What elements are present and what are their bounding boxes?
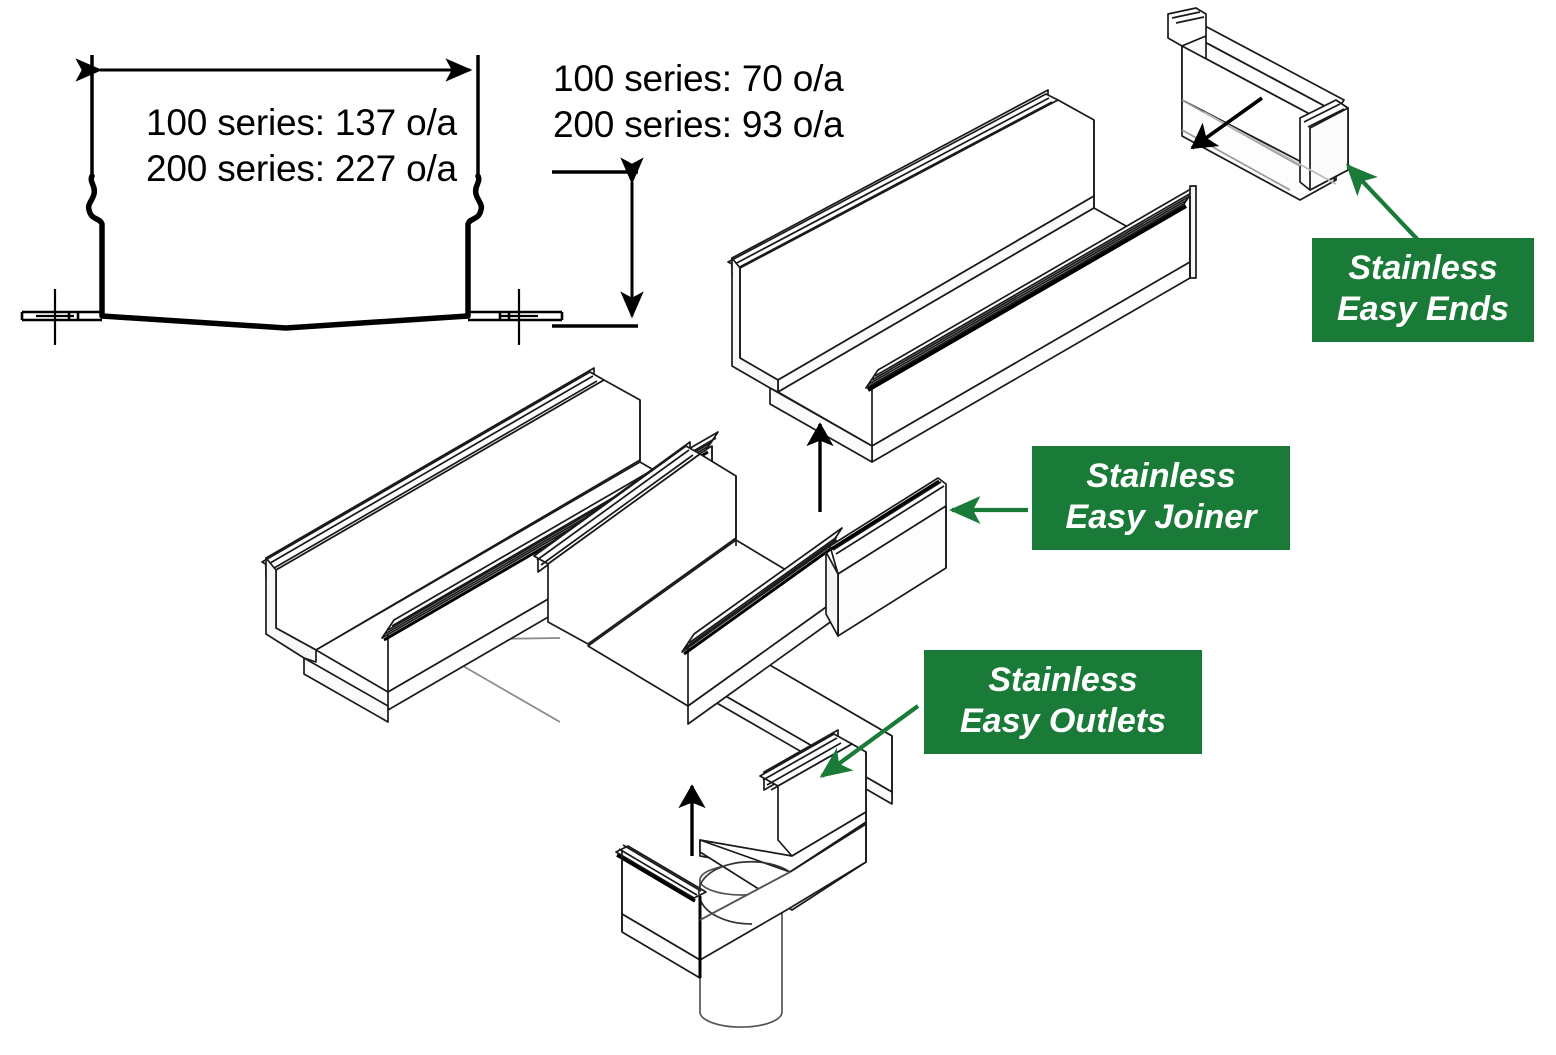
height-dimension [552,157,644,328]
callout-arrow-easy-outlets [819,704,920,778]
height-dimension-line-1: 100 series: 70 o/a [553,58,844,99]
callout-arrow-easy-ends [1345,163,1420,242]
end-cap-part [1167,7,1349,201]
callout-easy-joiner-line-1: Stainless [1086,457,1236,495]
callout-easy-outlets: Stainless Easy Outlets [924,650,1202,754]
height-dimension-line-2: 200 series: 93 o/a [553,104,844,145]
callout-easy-ends: Stainless Easy Ends [1312,238,1534,342]
callout-easy-ends-line-2: Easy Ends [1337,290,1509,328]
cross-section-profile [20,55,564,345]
callout-easy-ends-line-1: Stainless [1348,249,1498,287]
callout-easy-outlets-line-2: Easy Outlets [960,702,1166,740]
joiner-part [825,477,947,637]
callout-easy-joiner-line-2: Easy Joiner [1065,498,1257,536]
assembly-arrow-endcap [1190,96,1264,150]
callout-easy-joiner: Stainless Easy Joiner [1032,446,1290,550]
callout-easy-outlets-line-1: Stainless [988,661,1138,699]
channel-upper [727,89,1197,463]
width-dimension-line-1: 100 series: 137 o/a [146,102,457,143]
width-dimension-label: 100 series: 137 o/a 200 series: 227 o/a [146,100,457,192]
height-dimension-label: 100 series: 70 o/a 200 series: 93 o/a [553,56,844,148]
outlet-part [615,729,867,1028]
width-dimension-line-2: 200 series: 227 o/a [146,148,457,189]
channel-mid [533,441,843,725]
